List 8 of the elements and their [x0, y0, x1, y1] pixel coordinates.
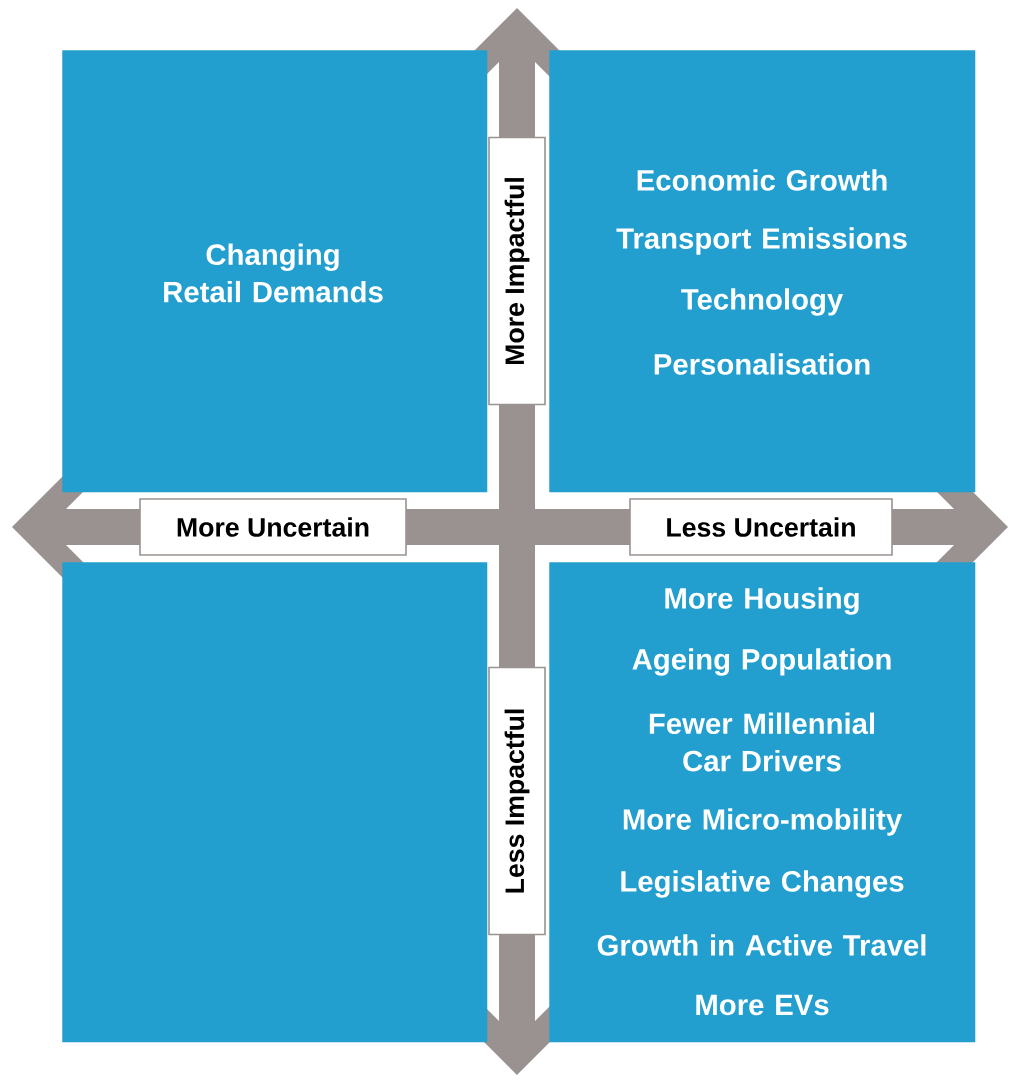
quadrant-box: Economic Growth Transport Emissions Technology Personalisation	[549, 50, 976, 493]
quadrant-box: Changing Retail Demands	[62, 50, 488, 493]
axis-label-box: Less Uncertain	[629, 498, 893, 556]
axis-label-box: More Impactful	[488, 136, 546, 406]
axis-label-box: Less Impactful	[488, 666, 546, 936]
quadrant-box	[62, 562, 488, 1043]
axis-label-box: More Uncertain	[139, 498, 407, 556]
quadrant-box: More Housing Ageing Population Fewer Millennial Car Drivers More Micro-mobility Legislative Changes Growth in Active Travel More EVs	[549, 562, 976, 1043]
